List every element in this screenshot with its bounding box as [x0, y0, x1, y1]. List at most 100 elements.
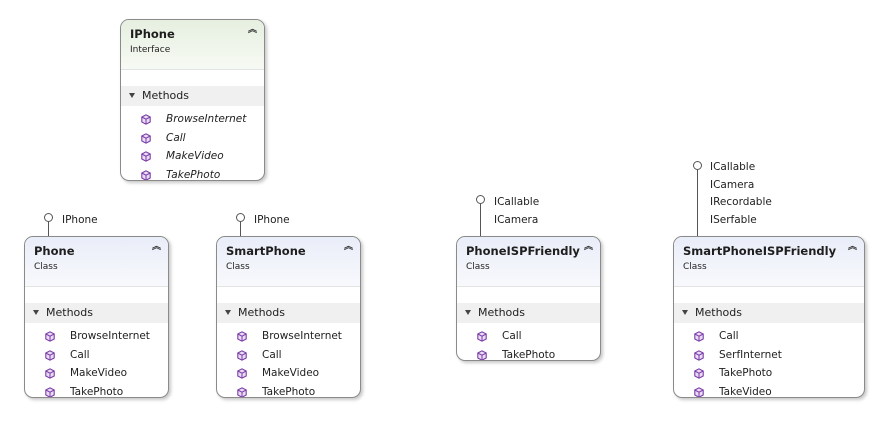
method-item[interactable]: MakeVideo — [217, 364, 360, 383]
method-label: TakePhoto — [719, 367, 773, 379]
phone-isp-header: PhoneISPFriendly Class ︽ — [457, 237, 600, 287]
method-icon — [45, 350, 55, 361]
method-icon — [141, 151, 151, 162]
iphone-kind: Interface — [130, 45, 171, 55]
smartphone-isp-methods-section[interactable]: Methods — [674, 303, 864, 323]
interface-label: ICamera — [494, 213, 539, 226]
method-item[interactable]: Call — [457, 327, 600, 346]
iphone-interface-box[interactable]: IPhone Interface ︽ Methods BrowseInterne… — [120, 19, 265, 181]
method-label: MakeVideo — [262, 367, 320, 379]
iphone-methods-section[interactable]: Methods — [121, 86, 264, 106]
method-item[interactable]: TakePhoto — [121, 166, 264, 181]
method-label: Call — [166, 131, 186, 144]
method-label: BrowseInternet — [70, 330, 150, 342]
method-item[interactable]: BrowseInternet — [121, 110, 264, 129]
method-item[interactable]: Call — [674, 327, 864, 346]
interface-stem — [240, 222, 241, 238]
interface-circle-icon — [476, 195, 485, 204]
method-label: TakePhoto — [262, 385, 316, 398]
interface-label: ICallable — [494, 196, 540, 208]
phone-isp-friendly-class-box[interactable]: PhoneISPFriendly Class ︽ Methods Call Ta… — [456, 236, 601, 361]
expand-triangle-icon[interactable] — [682, 309, 688, 315]
method-label: SerfInternet — [719, 348, 782, 361]
method-item[interactable]: SerfInternet — [674, 346, 864, 365]
collapse-chevron-icon[interactable]: ︽ — [151, 242, 161, 252]
section-label: Methods — [478, 306, 525, 319]
iphone-methods-list: BrowseInternet Call MakeVideo TakePhoto — [121, 110, 264, 181]
smartphone-title: SmartPhone — [226, 244, 306, 258]
phone-title: Phone — [34, 244, 75, 258]
method-label: Call — [70, 348, 90, 361]
method-icon — [694, 350, 704, 361]
smartphone-methods-section[interactable]: Methods — [217, 303, 360, 323]
expand-triangle-icon[interactable] — [225, 309, 231, 315]
expand-triangle-icon[interactable] — [465, 309, 471, 315]
collapse-chevron-icon[interactable]: ︽ — [847, 242, 857, 252]
interface-label: IPhone — [254, 214, 290, 226]
phone-header: Phone Class ︽ — [25, 237, 168, 287]
method-label: TakePhoto — [70, 385, 124, 398]
method-label: TakePhoto — [502, 348, 556, 361]
method-label: Call — [262, 348, 282, 361]
method-label: MakeVideo — [166, 150, 224, 162]
smartphone-isp-title: SmartPhoneISPFriendly — [683, 244, 837, 258]
method-label: TakePhoto — [166, 168, 221, 181]
collapse-chevron-icon[interactable]: ︽ — [583, 242, 593, 252]
method-item[interactable]: BrowseInternet — [25, 327, 168, 346]
interface-circle-icon — [693, 161, 702, 170]
collapse-chevron-icon[interactable]: ︽ — [247, 25, 257, 35]
smartphone-isp-header: SmartPhoneISPFriendly Class ︽ — [674, 237, 864, 287]
interface-stem — [48, 222, 49, 238]
iphone-title: IPhone — [130, 27, 175, 41]
method-icon — [237, 368, 247, 379]
smartphone-class-box[interactable]: SmartPhone Class ︽ Methods BrowseInterne… — [216, 236, 361, 398]
phone-isp-title: PhoneISPFriendly — [466, 244, 580, 258]
method-icon — [237, 387, 247, 398]
section-label: Methods — [142, 89, 189, 102]
method-icon — [237, 331, 247, 342]
interface-circle-icon — [236, 213, 245, 222]
method-icon — [141, 114, 151, 125]
expand-triangle-icon[interactable] — [33, 309, 39, 315]
expand-triangle-icon[interactable] — [129, 92, 135, 98]
iphone-header: IPhone Interface ︽ — [121, 20, 264, 70]
method-label: Call — [719, 330, 739, 342]
method-label: MakeVideo — [70, 367, 128, 379]
method-label: Call — [502, 330, 522, 342]
method-icon — [141, 133, 151, 144]
collapse-chevron-icon[interactable]: ︽ — [343, 242, 353, 252]
method-item[interactable]: Call — [217, 346, 360, 365]
method-item[interactable]: Call — [25, 346, 168, 365]
interface-circle-icon — [44, 213, 53, 222]
phone-class-box[interactable]: Phone Class ︽ Methods BrowseInternet Cal… — [24, 236, 169, 398]
interface-label: ICamera — [710, 178, 755, 191]
smartphone-interface-labels: IPhone — [254, 212, 290, 230]
phone-methods-list: BrowseInternet Call MakeVideo TakePhoto — [25, 327, 168, 398]
section-label: Methods — [46, 306, 93, 319]
section-label: Methods — [695, 306, 742, 319]
method-item[interactable]: MakeVideo — [25, 364, 168, 383]
method-item[interactable]: TakeVideo — [674, 383, 864, 398]
phone-methods-section[interactable]: Methods — [25, 303, 168, 323]
method-icon — [45, 387, 55, 398]
method-icon — [141, 170, 151, 181]
phone-interface-labels: IPhone — [62, 212, 98, 230]
method-item[interactable]: TakePhoto — [457, 346, 600, 361]
phone-isp-interface-labels: ICallable ICamera — [494, 194, 539, 229]
method-item[interactable]: BrowseInternet — [217, 327, 360, 346]
method-icon — [694, 387, 704, 398]
method-icon — [45, 368, 55, 379]
method-item[interactable]: TakePhoto — [217, 383, 360, 398]
interface-label: IPhone — [62, 214, 98, 226]
smartphone-isp-friendly-class-box[interactable]: SmartPhoneISPFriendly Class ︽ Methods Ca… — [673, 236, 865, 398]
method-label: BrowseInternet — [166, 113, 247, 125]
method-icon — [45, 331, 55, 342]
phone-isp-methods-section[interactable]: Methods — [457, 303, 600, 323]
method-item[interactable]: TakePhoto — [25, 383, 168, 398]
method-item[interactable]: MakeVideo — [121, 147, 264, 166]
method-icon — [477, 350, 487, 361]
phone-isp-kind: Class — [466, 262, 490, 272]
method-item[interactable]: Call — [121, 129, 264, 148]
interface-stem — [697, 170, 698, 238]
method-item[interactable]: TakePhoto — [674, 364, 864, 383]
